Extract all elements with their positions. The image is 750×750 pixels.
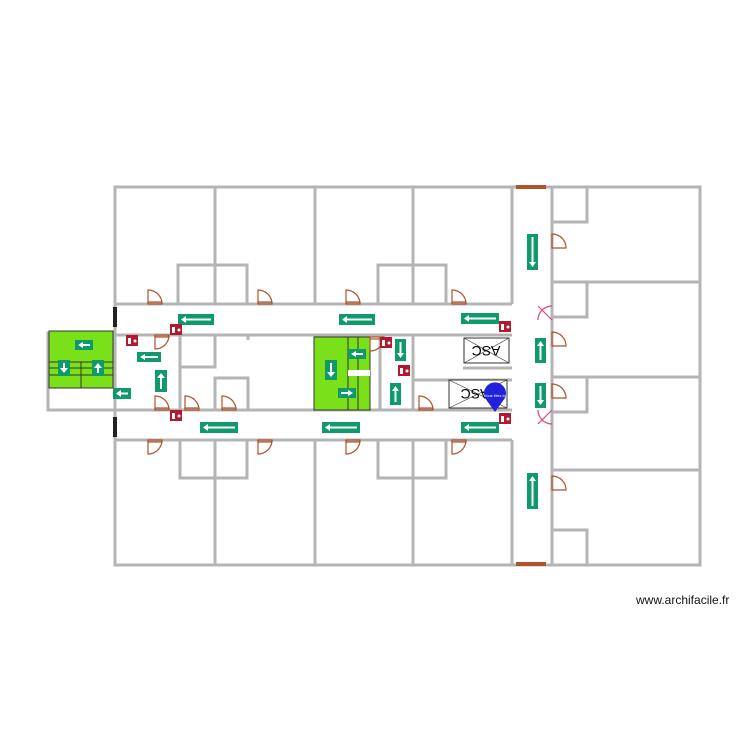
exit-arrow-sign-icon (325, 360, 337, 380)
fire-extinguisher-icon (499, 321, 511, 332)
door-swing-icon (147, 439, 163, 455)
door-swing-icon (551, 475, 567, 491)
fire-extinguisher-icon (170, 324, 182, 335)
exit-arrow-sign-icon (178, 314, 214, 325)
exit-arrow-sign-icon (535, 383, 546, 408)
door-swing-icon (345, 439, 361, 455)
fire-extinguisher-icon (126, 335, 138, 346)
door-swing-icon (537, 409, 553, 425)
door-swing-icon (147, 289, 163, 305)
stair-center (313, 336, 371, 411)
exit-arrow-sign-icon (322, 422, 360, 433)
exit-arrow-sign-icon (58, 360, 70, 376)
exit-arrow-sign-icon (137, 352, 161, 362)
fire-extinguisher-icon (499, 413, 511, 424)
you-are-here-marker: Vous êtes ici (484, 382, 507, 412)
door-swing-icon (551, 233, 567, 249)
fire-extinguisher-icon (398, 365, 410, 376)
exit-arrow-sign-icon (339, 314, 375, 325)
exit-arrow-sign-icon (461, 422, 499, 433)
elevator-label-2: ASC (461, 386, 490, 402)
you-are-here-label: Vous êtes ici (484, 393, 507, 398)
exterior-doors (113, 185, 546, 566)
exit-arrow-sign-icon (75, 340, 93, 350)
stair-left (48, 330, 114, 389)
exit-arrow-sign-icon (535, 338, 546, 363)
door-swing-icon (551, 331, 567, 347)
exit-arrow-sign-icon (338, 388, 356, 398)
watermark: www.archifacile.fr (636, 593, 730, 607)
fire-extinguishers (126, 321, 511, 424)
door-swing-icon (551, 383, 567, 399)
exit-arrow-sign-icon (200, 422, 238, 433)
exit-arrow-sign-icon (92, 360, 104, 376)
elevator-label-1: ASC (472, 343, 501, 359)
door-swing-icon (221, 395, 237, 411)
exit-arrow-sign-icon (155, 370, 167, 392)
door-swing-icon (257, 289, 273, 305)
door-swing-icon (257, 439, 273, 455)
door-swing-icon (537, 305, 553, 321)
door-swing-icon (154, 334, 170, 350)
door-swing-icon (451, 289, 467, 305)
walls (46, 185, 702, 567)
door-swing-icon (451, 439, 467, 455)
door-swing-icon (184, 395, 200, 411)
exit-arrow-sign-icon (527, 234, 538, 270)
door-swing-icon (345, 289, 361, 305)
exit-arrow-sign-icon (461, 313, 499, 324)
fire-extinguisher-icon (170, 410, 182, 421)
fire-extinguisher-icon (380, 337, 392, 348)
exit-arrow-sign-icon (395, 339, 406, 361)
door-swing-icon (154, 395, 170, 411)
exit-arrow-sign-icon (527, 473, 538, 509)
exit-arrow-sign-icon (348, 349, 366, 359)
exit-signs (58, 234, 546, 509)
door-swing-icon (418, 395, 434, 411)
exit-arrow-sign-icon (390, 383, 401, 405)
exit-arrow-sign-icon (113, 388, 131, 399)
